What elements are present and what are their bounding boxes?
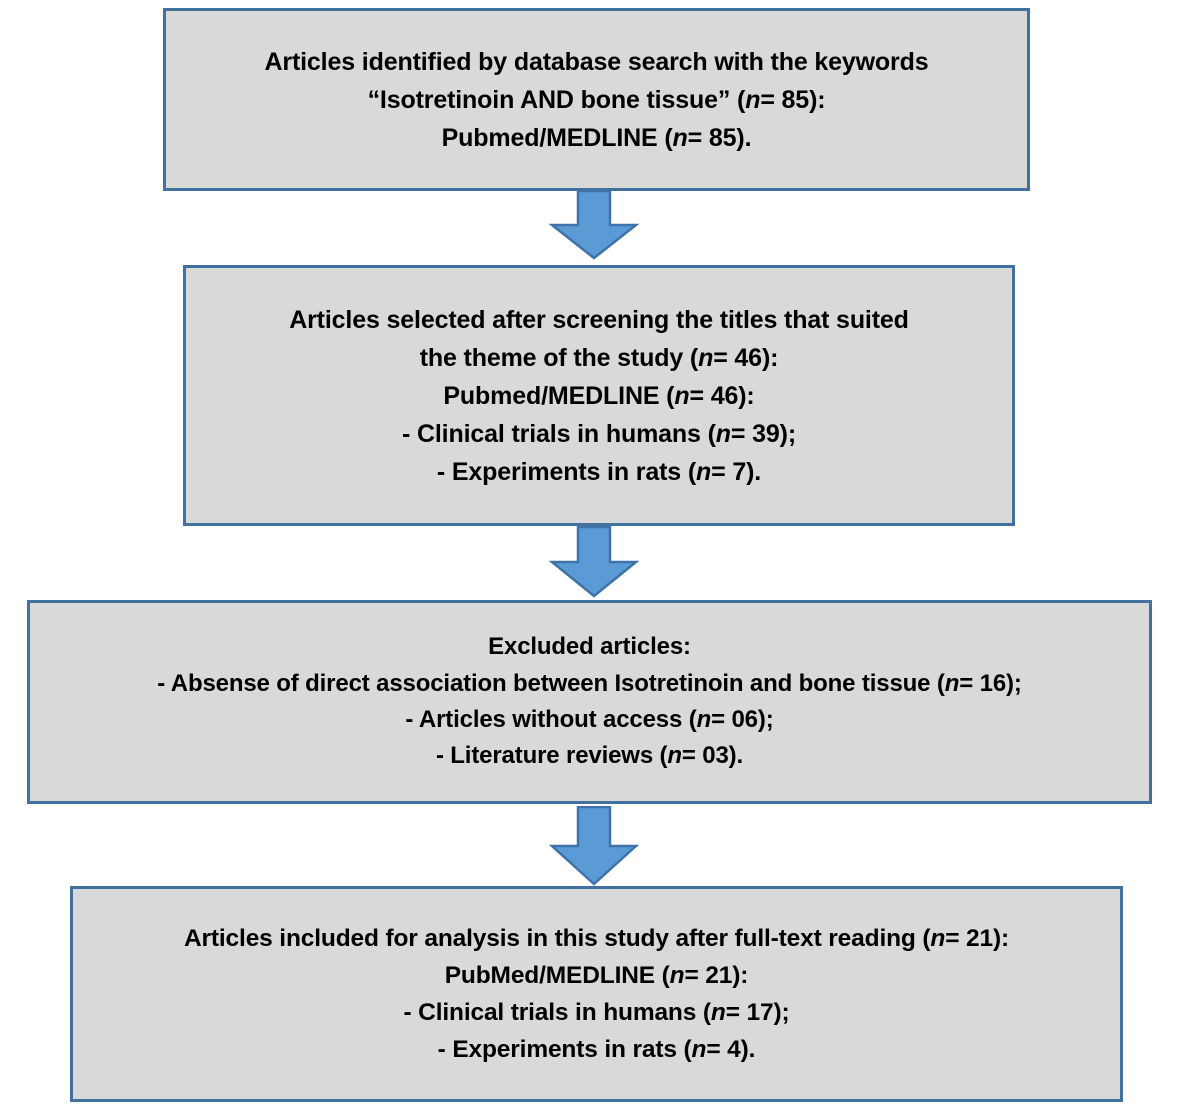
sample-size-symbol: n [710,999,726,1026]
sample-size-symbol: n [715,419,731,448]
flow-box-articles-identified: Articles identified by database search w… [163,8,1030,191]
flow-box-line: - Clinical trials in humans (n= 17); [403,999,790,1026]
sample-size-symbol: n [745,85,761,114]
down-arrow-icon [549,526,639,598]
flow-box-line: Articles identified by database search w… [264,47,929,76]
down-arrow-icon [549,190,639,260]
flow-box-line: the theme of the study (n= 46): [419,343,779,372]
flow-box-line: - Clinical trials in humans (n= 39); [402,419,796,448]
sample-size-symbol: n [944,669,960,697]
flow-box-articles-included: Articles included for analysis in this s… [70,886,1123,1102]
sample-size-symbol: n [698,343,714,372]
flow-box-line: - Absense of direct association between … [157,669,1022,697]
sample-size-symbol: n [696,706,712,733]
down-arrow-icon [549,806,639,886]
flow-box-line: - Experiments in rats (n= 7). [436,457,762,486]
sample-size-symbol: n [669,961,685,989]
flow-box-line: “Isotretinoin AND bone tissue” (n= 85): [367,85,826,114]
flow-box-line: Articles included for analysis in this s… [183,924,1010,952]
sample-size-symbol: n [672,123,688,152]
sample-size-symbol: n [696,457,712,486]
flow-box-excluded-articles: Excluded articles: - Absense of direct as… [27,600,1152,804]
flow-box-line: Pubmed/MEDLINE (n= 85). [441,123,752,152]
flow-box-line: Excluded articles: [488,633,691,661]
sample-size-symbol: n [667,742,682,770]
flow-box-articles-screened: Articles selected after screening the ti… [183,265,1015,526]
sample-size-symbol: n [691,1036,707,1064]
sample-size-symbol: n [930,924,946,952]
sample-size-symbol: n [674,381,690,410]
flow-box-line: PubMed/MEDLINE (n= 21): [444,961,749,989]
flow-box-line: - Literature reviews (n= 03). [435,742,744,770]
flow-box-line: - Experiments in rats (n= 4). [437,1036,756,1064]
flow-box-line: - Articles without access (n= 06); [405,706,774,733]
flow-box-line: Pubmed/MEDLINE (n= 46): [443,381,755,410]
flow-box-line: Articles selected after screening the ti… [289,305,909,334]
